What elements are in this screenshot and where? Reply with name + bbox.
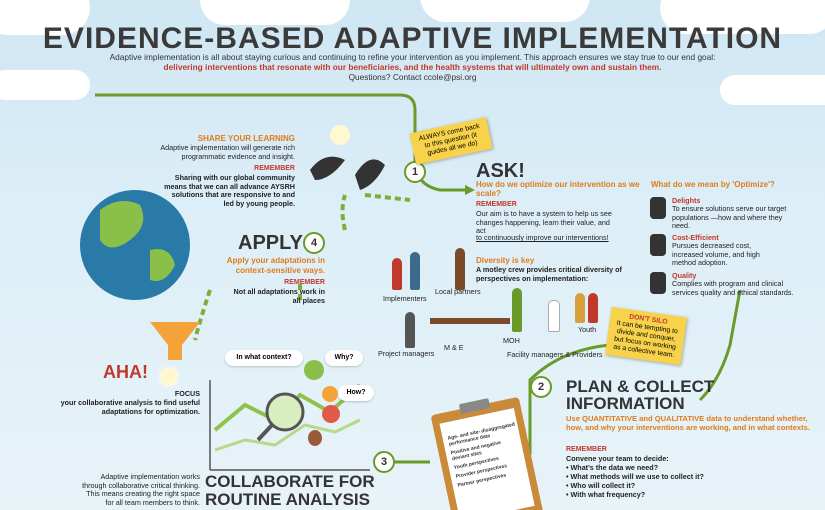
thought-cloud-icon xyxy=(304,360,324,380)
sticky-note-dont-silo: DON'T SILO It can be tempting to divide … xyxy=(605,306,687,366)
optimize-item-label: Quality xyxy=(672,271,697,280)
share-text: Adaptive implementation will generate ri… xyxy=(160,143,295,161)
aha-focus-text: your collaborative analysis to find usef… xyxy=(60,398,200,416)
share-remember-label: REMEMBER xyxy=(254,165,295,172)
plan-bullet: • Who will collect it? xyxy=(566,481,636,490)
person-figure xyxy=(548,300,560,332)
ask-remember-text: Our aim is to have a system to help us s… xyxy=(476,209,612,236)
quality-icon xyxy=(650,272,666,294)
plan-bullet: • What's the data we need? xyxy=(566,463,659,472)
cost-efficient-icon xyxy=(650,234,666,256)
diversity-text: A motley crew provides critical diversit… xyxy=(476,265,622,283)
person-figure xyxy=(512,288,522,332)
bubble-why: Why? xyxy=(325,350,363,366)
ask-remember-emphasis: to continuously improve our intervention… xyxy=(476,233,609,242)
label-me: M & E xyxy=(444,343,464,352)
step-2-badge: 2 xyxy=(530,376,552,398)
optimize-item-label: Cost-Efficient xyxy=(672,233,719,242)
optimize-item-text: To ensure solutions serve our target pop… xyxy=(672,204,787,231)
aha-focus-label: FOCUS xyxy=(174,389,200,398)
label-project-managers: Project managers xyxy=(378,349,435,358)
apply-remember-text: Not all adaptations work in all places xyxy=(233,287,325,305)
ask-question: How do we optimize our intervention as w… xyxy=(476,180,640,198)
aha-bulb-icon xyxy=(160,368,178,386)
optimize-item-text: Complies with program and clinical servi… xyxy=(672,279,794,297)
collaborate-heading-1: COLLABORATE FOR xyxy=(205,472,375,491)
collaborate-text: Adaptive implementation works through co… xyxy=(82,472,200,507)
thought-cloud-icon xyxy=(322,405,340,423)
label-facility: Facility managers & Providers xyxy=(507,350,603,359)
ask-remember-label: REMEMBER xyxy=(476,201,517,208)
intro-line-1: Adaptive implementation is all about sta… xyxy=(109,52,716,62)
share-remember-text: Sharing with our global community means … xyxy=(164,173,295,208)
person-figure xyxy=(575,293,585,323)
cloud xyxy=(720,75,825,105)
label-implementers: Implementers xyxy=(383,294,427,303)
label-local-partners: Local partners xyxy=(435,287,481,296)
optimize-item-label: Delights xyxy=(672,196,701,205)
person-figure xyxy=(392,258,402,290)
apply-subheading: Apply your adaptations in context-sensit… xyxy=(226,256,325,275)
cloud xyxy=(0,0,90,35)
meeting-table xyxy=(430,318,510,324)
page-title: EVIDENCE-BASED ADAPTIVE IMPLEMENTATION xyxy=(42,22,783,55)
label-moh: MOH xyxy=(503,336,520,345)
thought-cloud-icon xyxy=(308,430,322,446)
person-figure xyxy=(455,248,465,290)
plan-bullet: • With what frequency? xyxy=(566,490,646,499)
plan-use-text: Use QUANTITATIVE and QUALITATIVE data to… xyxy=(566,414,811,432)
thought-cloud-icon xyxy=(322,386,338,402)
step-3-badge: 3 xyxy=(373,451,395,473)
person-figure xyxy=(405,312,415,348)
plan-heading: PLAN & COLLECT INFORMATION xyxy=(566,377,715,413)
label-youth: Youth xyxy=(578,325,597,334)
aha-heading: AHA! xyxy=(103,362,148,382)
bubble-how: How? xyxy=(338,385,374,401)
apply-heading: APPLY xyxy=(238,232,303,254)
delights-icon xyxy=(650,197,666,219)
cloud xyxy=(660,0,825,34)
bubble-context: In what context? xyxy=(225,350,303,366)
intro-text: Adaptive implementation is all about sta… xyxy=(60,52,765,82)
cloud xyxy=(200,0,350,25)
person-figure xyxy=(588,293,598,323)
optimize-heading: What do we mean by 'Optimize'? xyxy=(651,180,775,189)
intro-contact: Questions? Contact ccole@psi.org xyxy=(348,72,477,82)
step-4-badge: 4 xyxy=(303,232,325,254)
ask-heading: ASK! xyxy=(476,160,525,182)
person-figure xyxy=(410,252,420,290)
diversity-label: Diversity is key xyxy=(476,256,535,265)
share-heading: SHARE YOUR LEARNING xyxy=(197,134,295,143)
plan-remember-label: REMEMBER xyxy=(566,446,607,453)
plan-convene: Convene your team to decide: xyxy=(566,454,669,463)
cloud xyxy=(420,0,590,22)
collaborate-heading-2: ROUTINE ANALYSIS xyxy=(205,490,370,509)
cloud xyxy=(0,70,90,100)
apply-remember-label: REMEMBER xyxy=(284,279,325,286)
optimize-item-text: Pursues decreased cost, increased volume… xyxy=(672,241,760,268)
step-1-badge: 1 xyxy=(404,161,426,183)
plan-bullet: • What methods will we use to collect it… xyxy=(566,472,704,481)
intro-line-2: delivering interventions that resonate w… xyxy=(163,62,662,72)
